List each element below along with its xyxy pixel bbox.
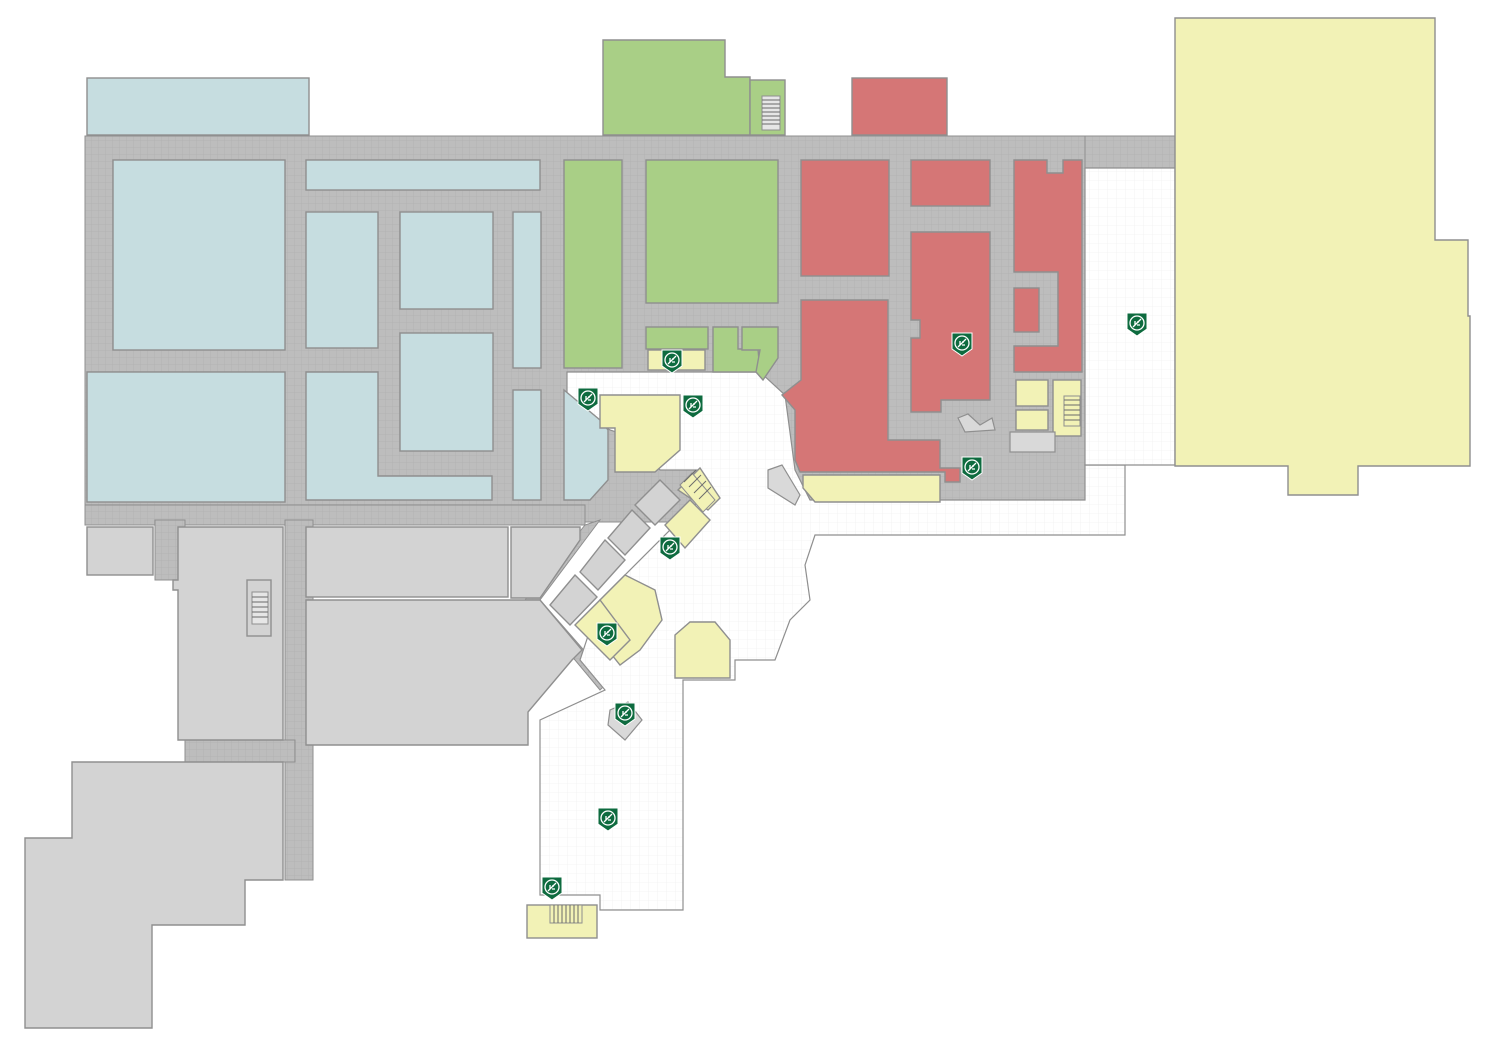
marker-layer	[541, 312, 1148, 901]
stairs-south	[549, 904, 583, 924]
stairs-north	[761, 95, 781, 131]
leaf-icon[interactable]	[1126, 312, 1148, 337]
stairs-west	[251, 591, 269, 625]
leaf-icon[interactable]	[961, 456, 983, 481]
leaf-icon[interactable]	[682, 394, 704, 419]
leaf-icon[interactable]	[951, 332, 973, 357]
green-zone	[563, 39, 786, 382]
leaf-icon[interactable]	[659, 536, 681, 561]
service-zone	[24, 479, 681, 1029]
research-zone	[86, 77, 609, 503]
leaf-icon[interactable]	[541, 876, 563, 901]
leaf-icon[interactable]	[614, 702, 636, 727]
stairs-east	[1063, 395, 1081, 427]
leaf-icon[interactable]	[661, 349, 683, 374]
leaf-icon[interactable]	[597, 807, 619, 832]
red-zone	[780, 77, 1083, 483]
leaf-icon[interactable]	[596, 622, 618, 647]
leaf-icon[interactable]	[577, 387, 599, 412]
stairs-center	[679, 469, 716, 513]
